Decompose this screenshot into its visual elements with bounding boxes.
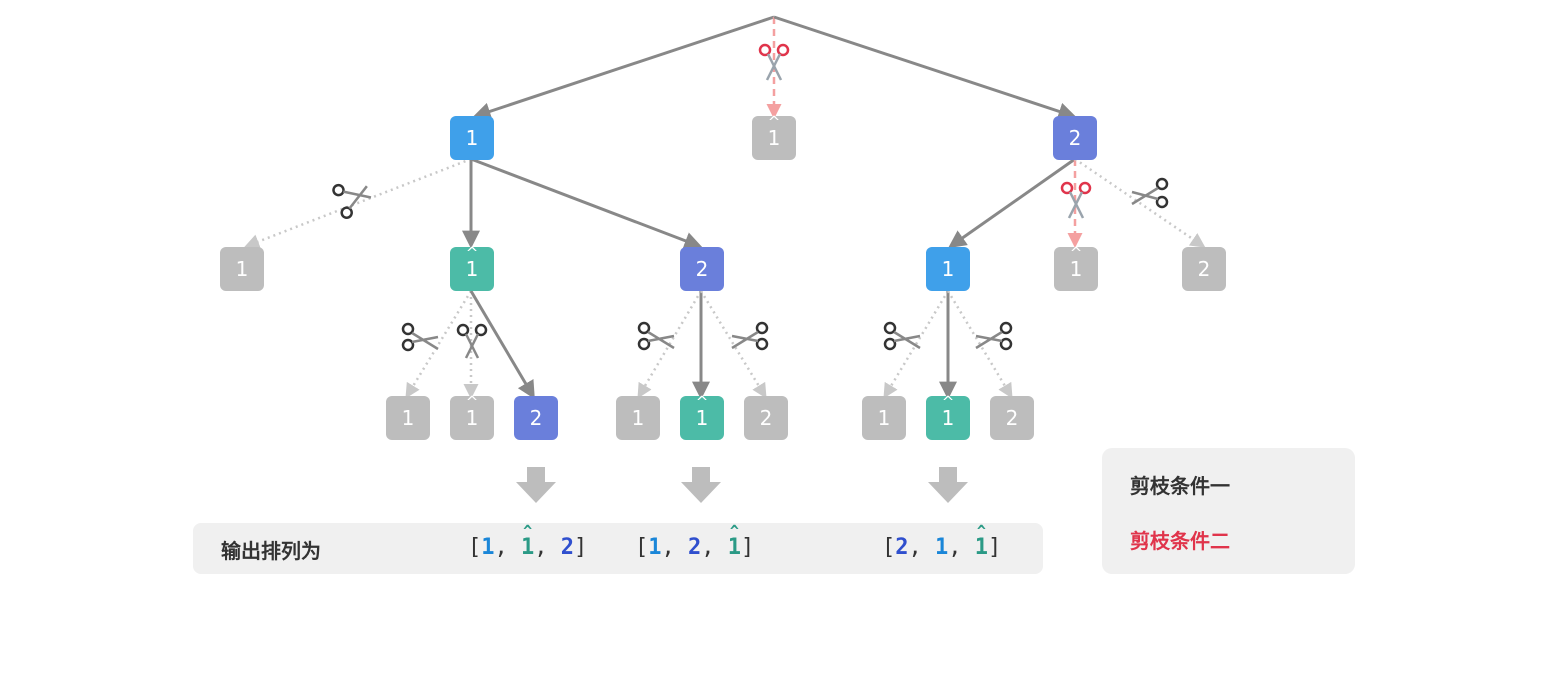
legend-rule-2: 剪枝条件二: [1130, 529, 1230, 553]
tree-node: 1: [450, 396, 494, 440]
node-label: 1: [941, 257, 955, 281]
tree-node: 1: [862, 396, 906, 440]
node-label: 1: [235, 257, 249, 281]
tree-node: 2: [990, 396, 1034, 440]
result-number: 1: [975, 535, 988, 560]
scissors-icon: [975, 321, 1013, 351]
node-label: 2: [529, 406, 543, 430]
tree-node: 1: [220, 247, 264, 291]
node-label: 1: [1070, 259, 1083, 279]
edge-2-to-2-pruned: [1074, 157, 1206, 248]
scissors-red-icon: [1060, 181, 1092, 219]
node-label: 2: [1068, 126, 1082, 150]
scissors-icon: [332, 183, 372, 219]
edge-c-to-2-pruned: [946, 290, 1013, 399]
tree-node: 1: [926, 247, 970, 291]
result-number: 1: [648, 535, 662, 560]
scissors-icon: [883, 321, 921, 351]
result-bar: [193, 523, 1043, 574]
result-number: 1: [935, 535, 949, 560]
node-label: 2: [695, 257, 709, 281]
tree-node: 1: [1054, 247, 1098, 291]
node-label: 2: [1005, 406, 1019, 430]
tree-node: 2: [1053, 116, 1097, 160]
result-permutation-3: [2, 1, 1]: [882, 535, 1001, 560]
node-label: 1: [768, 128, 781, 148]
tree-node: 1: [616, 396, 660, 440]
down-arrow-icon: [516, 467, 968, 503]
edge-b-to-1-pruned: [637, 290, 703, 399]
scissors-icon: [731, 321, 769, 351]
tree-node: 1: [752, 116, 796, 160]
node-label: 1: [631, 406, 645, 430]
tree-node: 1: [450, 116, 494, 160]
result-number: 2: [688, 535, 702, 560]
tree-node: 2: [514, 396, 558, 440]
edge-a-to-2: [469, 290, 535, 400]
node-label: 1: [877, 406, 891, 430]
tree-node: 1: [450, 247, 494, 291]
scissors-icon: [456, 323, 488, 359]
node-label: 1: [942, 408, 955, 428]
result-number: 1: [728, 535, 741, 560]
node-label: 2: [1197, 257, 1211, 281]
result-permutation-1: [1, 1, 2]: [468, 535, 587, 560]
node-label: 1: [466, 259, 479, 279]
node-label: 1: [401, 406, 415, 430]
scissors-icon: [1131, 177, 1169, 209]
tree-node: 2: [1182, 247, 1226, 291]
legend-rule-1: 剪枝条件一: [1130, 474, 1230, 498]
legend: [1102, 448, 1355, 574]
edge-c-to-1-pruned: [883, 290, 950, 399]
result-number: 1: [521, 535, 534, 560]
edge-a-to-1-pruned: [405, 290, 473, 399]
scissors-icon: [637, 321, 675, 351]
edge-b-to-2-pruned: [699, 290, 767, 399]
edge-1-to-2: [470, 157, 703, 250]
tree-node: 1: [926, 396, 970, 440]
result-number: 2: [560, 535, 574, 560]
result-permutation-2: [1, 2, 1]: [635, 535, 754, 560]
tree-node: 1: [386, 396, 430, 440]
edge-root-to-1: [472, 15, 775, 121]
edge-root-to-2: [773, 15, 1077, 121]
scissors-red-icon: [758, 43, 790, 81]
result-label: 输出排列为: [221, 539, 321, 563]
tree-node: 2: [680, 247, 724, 291]
node-label: 1: [696, 408, 709, 428]
edge-1-to-1-pruned: [244, 157, 472, 249]
edge-2-to-1: [948, 157, 1076, 249]
tree-node: 1: [680, 396, 724, 440]
node-label: 1: [466, 408, 479, 428]
node-label: 2: [759, 406, 773, 430]
tree-node: 2: [744, 396, 788, 440]
result-number: 2: [895, 535, 909, 560]
node-label: 1: [465, 126, 479, 150]
result-number: 1: [481, 535, 495, 560]
scissors-icon: [401, 322, 439, 352]
